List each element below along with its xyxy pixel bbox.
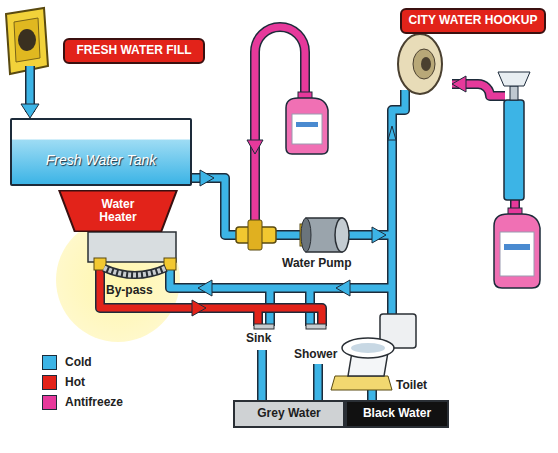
part-label: By-pass xyxy=(106,283,153,297)
legend-row: Hot xyxy=(42,372,123,392)
legend-row: Cold xyxy=(42,352,123,372)
bypass-valve xyxy=(236,220,276,250)
fixture-label: Toilet xyxy=(396,378,427,392)
legend: ColdHotAntifreeze xyxy=(42,352,123,412)
antifreeze-bottle xyxy=(286,92,328,154)
water-tank: Fresh Water Tank xyxy=(10,118,192,186)
flow-arrows xyxy=(21,76,466,316)
node-text: Grey Water xyxy=(257,407,321,420)
fill-inlet-icon xyxy=(6,8,48,74)
node-text: FRESH WATER FILL xyxy=(76,44,191,57)
node-text: Water Heater xyxy=(90,198,146,224)
bypass-highlight xyxy=(56,218,180,342)
fixture-label: Shower xyxy=(294,347,337,361)
water-pump xyxy=(300,218,349,252)
drain-tank: Black Water xyxy=(345,400,449,428)
node-text: Black Water xyxy=(363,407,431,420)
banner: FRESH WATER FILL xyxy=(63,38,205,64)
legend-text: Antifreeze xyxy=(65,395,123,409)
legend-row: Antifreeze xyxy=(42,392,123,412)
fixture-fittings xyxy=(254,324,326,329)
legend-swatch xyxy=(42,375,57,390)
node-text: Fresh Water Tank xyxy=(46,153,157,168)
legend-swatch xyxy=(42,355,57,370)
banner: CITY WATER HOOKUP xyxy=(400,8,546,34)
antifreeze-bottle xyxy=(494,208,540,288)
legend-swatch xyxy=(42,395,57,410)
drain-tank: Grey Water xyxy=(233,400,345,428)
node-text: CITY WATER HOOKUP xyxy=(409,14,538,27)
legend-text: Hot xyxy=(65,375,85,389)
fixture-label: Sink xyxy=(246,331,271,345)
hand-pump xyxy=(498,72,530,200)
water-heater-body xyxy=(88,232,176,275)
heater-hood: Water Heater xyxy=(58,190,178,232)
part-label: Water Pump xyxy=(282,256,352,270)
legend-text: Cold xyxy=(65,355,92,369)
city-hookup-fitting xyxy=(398,34,442,94)
